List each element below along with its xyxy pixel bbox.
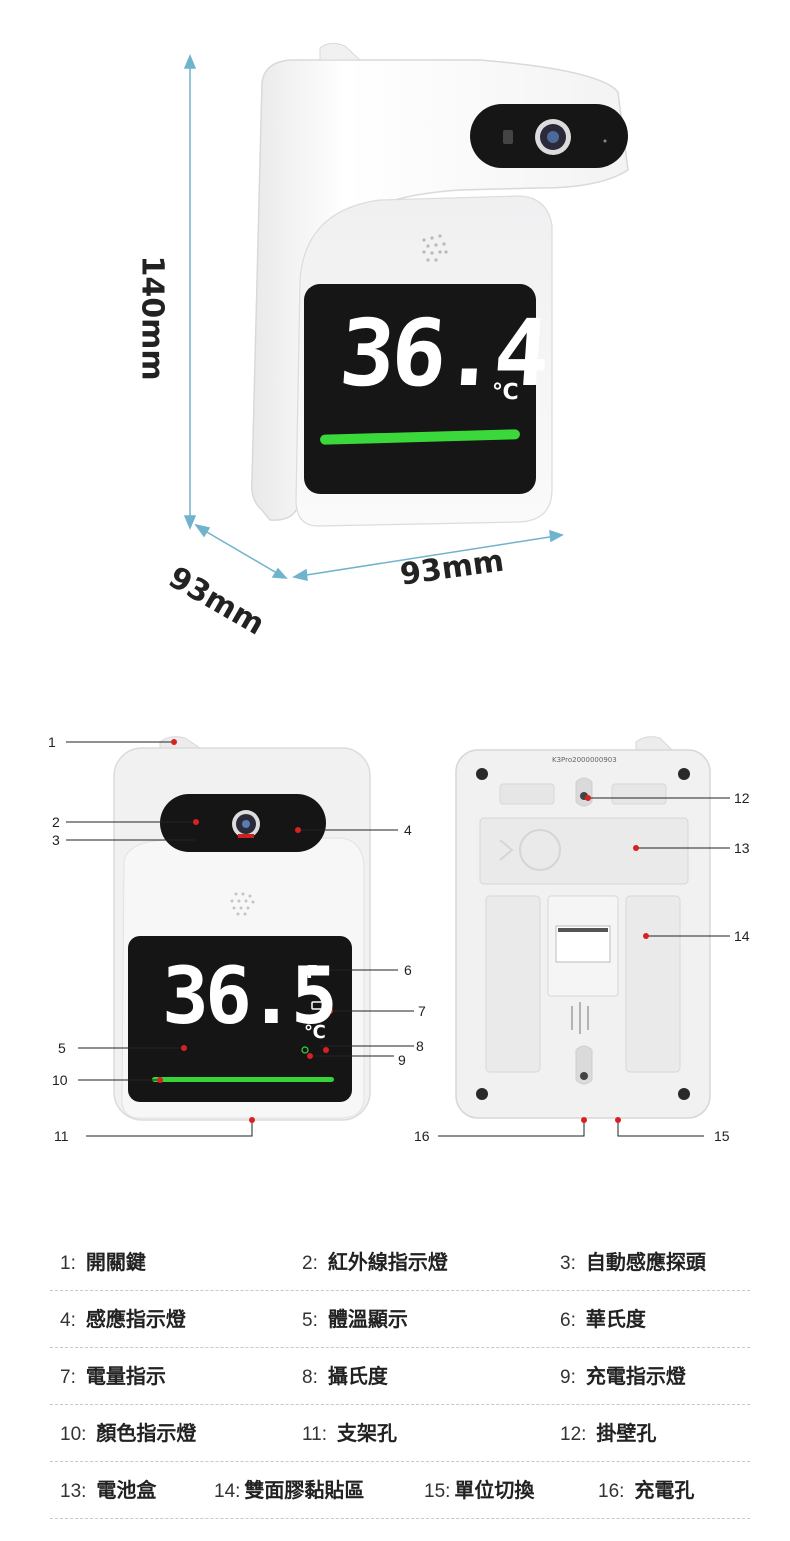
callout-11: 11: [54, 1128, 69, 1144]
legend-text: 充電孔: [634, 1478, 695, 1502]
height-label: 140mm: [134, 255, 170, 381]
legend-item: 12: 掛壁孔: [560, 1417, 656, 1446]
legend-row: 13: 電池盒 14:雙面膠黏貼區 15:單位切換 16: 充電孔: [50, 1462, 750, 1519]
legend-text: 攝氏度: [327, 1364, 388, 1388]
legend-number: 11:: [302, 1424, 328, 1445]
product-dimension-figure: 36.4 ℃ 140mm 93mm 93mm: [0, 0, 790, 642]
legend-number: 3:: [560, 1253, 576, 1274]
legend-item: 10: 顏色指示燈: [60, 1417, 196, 1446]
front-view-screen: [128, 936, 352, 1102]
product-illustration: [183, 42, 629, 581]
legend-text: 電池盒: [96, 1478, 157, 1502]
legend-text: 雙面膠黏貼區: [244, 1478, 365, 1502]
legend-item: 16: 充電孔: [598, 1474, 694, 1503]
callout-1: 1: [48, 734, 56, 750]
callout-6: 6: [404, 962, 412, 978]
parts-diagram: 36.5 F ℃ K3Pro2000000903 1 2 3 4 5 6 7 8…: [0, 700, 790, 1160]
legend-row: 1: 開關鍵 2: 紅外線指示燈 3: 自動感應探頭: [50, 1234, 750, 1291]
legend-item: 13: 電池盒: [60, 1474, 156, 1503]
legend-text: 自動感應探頭: [585, 1250, 706, 1274]
legend-item: 6: 華氏度: [560, 1303, 646, 1332]
callout-4: 4: [404, 822, 412, 838]
legend-row: 7: 電量指示 8: 攝氏度 9: 充電指示燈: [50, 1348, 750, 1405]
depth-arrow: [194, 523, 288, 579]
legend-number: 9:: [560, 1367, 576, 1388]
parts-diagram-graphic: [66, 736, 730, 1137]
legend-row: 4: 感應指示燈 5: 體溫顯示 6: 華氏度: [50, 1291, 750, 1348]
legend-item: 7: 電量指示: [60, 1360, 166, 1389]
legend-item: 5: 體溫顯示: [302, 1303, 408, 1332]
legend-text: 紅外線指示燈: [327, 1250, 448, 1274]
legend-text: 單位切換: [454, 1478, 535, 1502]
speaker-grille: [422, 234, 448, 262]
legend-text: 華氏度: [585, 1307, 646, 1331]
legend-item: 14:雙面膠黏貼區: [214, 1474, 364, 1503]
legend-text: 支架孔: [337, 1421, 398, 1445]
back-serial-label: K3Pro2000000903: [552, 756, 617, 764]
legend-item: 2: 紅外線指示燈: [302, 1246, 448, 1275]
height-arrow: [183, 54, 197, 530]
legend-item: 8: 攝氏度: [302, 1360, 388, 1389]
celsius-indicator: ℃: [304, 1022, 326, 1043]
legend-item: 1: 開關鍵: [60, 1246, 146, 1275]
legend-number: 13:: [60, 1481, 87, 1502]
legend-number: 8:: [302, 1367, 318, 1388]
legend-text: 開關鍵: [85, 1250, 146, 1274]
callout-7: 7: [418, 1003, 426, 1019]
legend-item: 15:單位切換: [424, 1474, 534, 1503]
legend-item: 3: 自動感應探頭: [560, 1246, 706, 1275]
front-temperature-unit: ℃: [492, 380, 519, 405]
legend-text: 充電指示燈: [585, 1364, 686, 1388]
legend-item: 9: 充電指示燈: [560, 1360, 686, 1389]
callout-16: 16: [414, 1128, 430, 1144]
legend-item: 11: 支架孔: [302, 1417, 397, 1446]
legend-number: 15:: [424, 1481, 451, 1502]
diagram-temperature-reading: 36.5: [162, 952, 338, 1042]
width-arrow: [291, 529, 564, 581]
parts-legend: 1: 開關鍵 2: 紅外線指示燈 3: 自動感應探頭 4: 感應指示燈 5: 體溫顯示 6…: [50, 1234, 750, 1519]
callout-8: 8: [416, 1038, 424, 1054]
legend-number: 14:: [214, 1481, 241, 1502]
callout-5: 5: [58, 1040, 66, 1056]
legend-text: 掛壁孔: [596, 1421, 657, 1445]
legend-text: 顏色指示燈: [96, 1421, 197, 1445]
legend-number: 1:: [60, 1253, 76, 1274]
callout-15: 15: [714, 1128, 730, 1144]
callout-12: 12: [734, 790, 750, 806]
legend-item: 4: 感應指示燈: [60, 1303, 186, 1332]
legend-text: 體溫顯示: [327, 1307, 408, 1331]
callout-13: 13: [734, 840, 750, 856]
callout-10: 10: [52, 1072, 68, 1088]
callout-2: 2: [52, 814, 60, 830]
legend-number: 2:: [302, 1253, 318, 1274]
legend-text: 電量指示: [85, 1364, 166, 1388]
legend-number: 10:: [60, 1424, 87, 1445]
callout-14: 14: [734, 928, 750, 944]
legend-number: 12:: [560, 1424, 587, 1445]
legend-row: 10: 顏色指示燈 11: 支架孔 12: 掛壁孔: [50, 1405, 750, 1462]
legend-number: 6:: [560, 1310, 576, 1331]
legend-number: 5:: [302, 1310, 318, 1331]
green-indicator-bar: [320, 429, 520, 445]
callout-9: 9: [398, 1052, 406, 1068]
fahrenheit-indicator: F: [306, 962, 319, 983]
callout-3: 3: [52, 832, 60, 848]
legend-number: 16:: [598, 1481, 625, 1502]
legend-text: 感應指示燈: [85, 1307, 186, 1331]
legend-number: 7:: [60, 1367, 76, 1388]
legend-number: 4:: [60, 1310, 76, 1331]
